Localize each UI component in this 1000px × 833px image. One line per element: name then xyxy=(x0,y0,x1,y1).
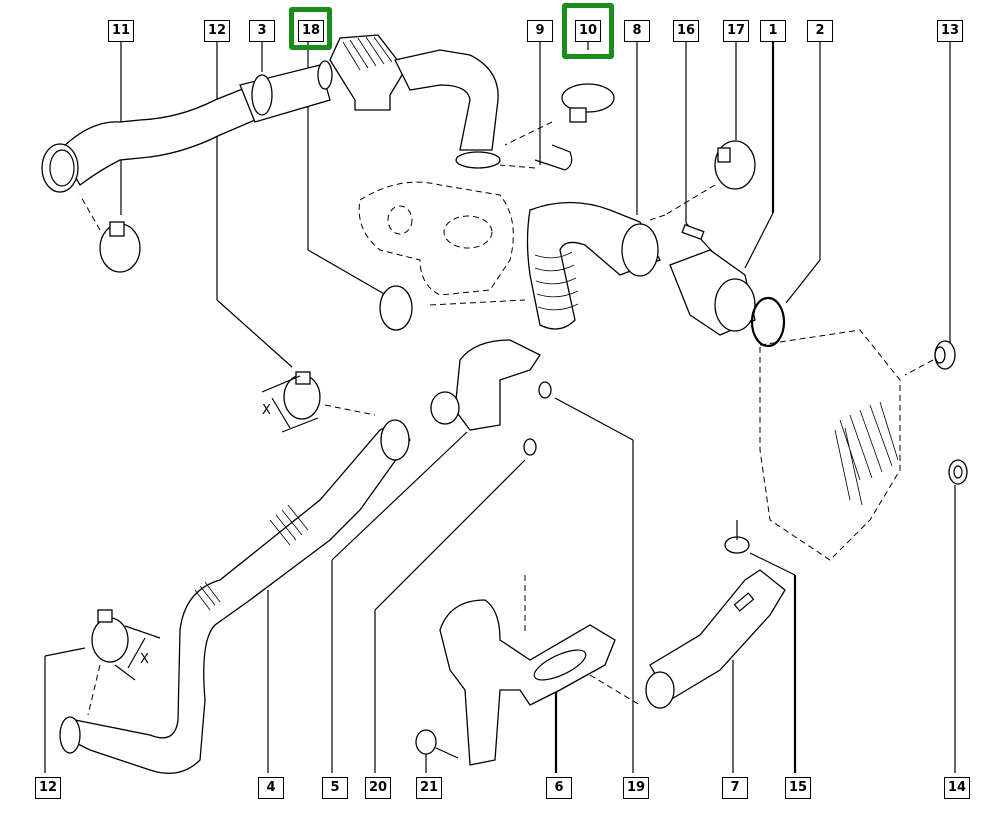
part-7-hose xyxy=(645,569,786,709)
callout-7[interactable]: 7 xyxy=(722,777,748,799)
part-5-throttle-body xyxy=(430,339,541,431)
callout-17[interactable]: 17 xyxy=(723,20,749,42)
part-12-clamp-lower xyxy=(87,609,161,716)
part-20-nut xyxy=(523,438,537,456)
part-13-grommet xyxy=(904,340,956,376)
dimension-label-lower: X xyxy=(140,652,149,667)
part-18-resonator xyxy=(329,34,501,169)
part-8-bellows-elbow xyxy=(526,201,666,330)
part-10-clamp xyxy=(504,83,615,146)
callout-5[interactable]: 5 xyxy=(322,777,348,799)
part-15-grommet xyxy=(724,520,750,554)
part-12-clamp-upper xyxy=(261,371,376,433)
callout-10[interactable]: 10 xyxy=(575,20,601,42)
part-19-nut xyxy=(538,381,552,399)
callout-19[interactable]: 19 xyxy=(623,777,649,799)
part-1-maf-sensor xyxy=(669,249,756,336)
callout-3[interactable]: 3 xyxy=(249,20,275,42)
leader-lines xyxy=(44,40,956,773)
callout-21[interactable]: 21 xyxy=(416,777,442,799)
callout-1[interactable]: 1 xyxy=(760,20,786,42)
part-14-grommet xyxy=(948,459,968,485)
part-6-duct xyxy=(439,575,641,766)
part-9-clip xyxy=(499,144,573,171)
part-2-o-ring xyxy=(750,296,786,348)
part-21-grommet xyxy=(415,729,459,759)
part-3-hose-coupler xyxy=(239,60,333,123)
callout-16[interactable]: 16 xyxy=(673,20,699,42)
callout-6[interactable]: 6 xyxy=(546,777,572,799)
callout-12-bottom[interactable]: 12 xyxy=(35,777,61,799)
callout-13[interactable]: 13 xyxy=(937,20,963,42)
dimension-label-upper: X xyxy=(262,403,271,418)
part-18-clamp xyxy=(379,285,526,331)
callout-20[interactable]: 20 xyxy=(365,777,391,799)
callout-14[interactable]: 14 xyxy=(944,777,970,799)
callout-4[interactable]: 4 xyxy=(258,777,284,799)
callout-8[interactable]: 8 xyxy=(624,20,650,42)
part-16-bolt xyxy=(681,223,705,241)
part-11-clamp xyxy=(79,194,141,273)
callout-12-top[interactable]: 12 xyxy=(204,20,230,42)
part-11-hose xyxy=(41,87,256,193)
callout-9[interactable]: 9 xyxy=(527,20,553,42)
part-4-hose xyxy=(59,419,411,774)
part-17-clamp xyxy=(664,140,756,216)
callout-18[interactable]: 18 xyxy=(298,20,324,42)
callout-11[interactable]: 11 xyxy=(108,20,134,42)
airbox-ghost xyxy=(759,329,901,561)
turbo-ghost xyxy=(358,181,514,296)
callout-2[interactable]: 2 xyxy=(807,20,833,42)
callout-15[interactable]: 15 xyxy=(785,777,811,799)
